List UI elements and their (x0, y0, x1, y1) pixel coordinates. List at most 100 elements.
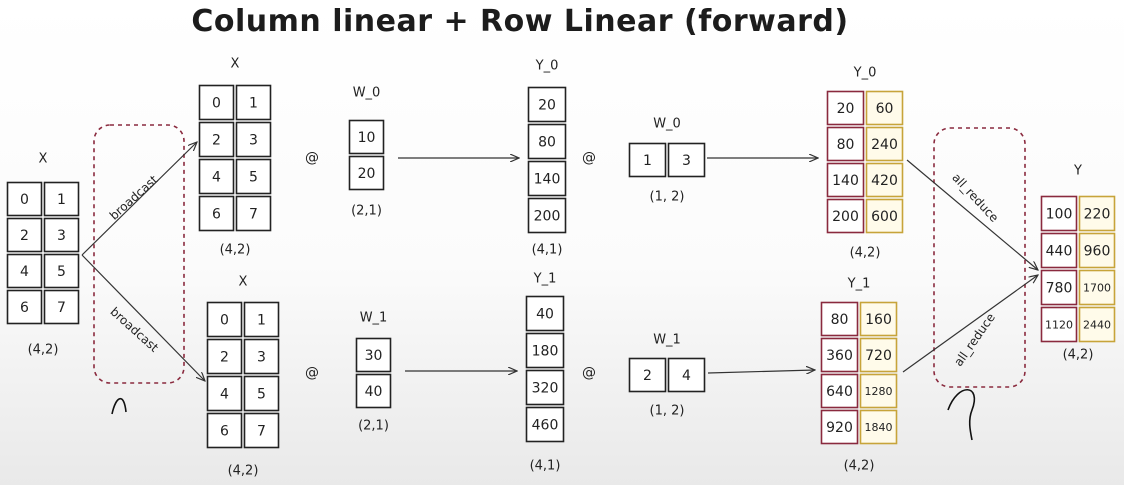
branch-0-result-matrix-cell (865, 198, 904, 234)
branch-0-x-matrix-cell-value: 4 (212, 170, 221, 186)
input-x-matrix-cell-value: 6 (20, 300, 29, 316)
branch-1-arrow-2 (707, 370, 815, 373)
branch-0-result-matrix-cell (826, 198, 865, 234)
branch-0-y-matrix-label: Y_0 (535, 59, 559, 74)
broadcast-label-top: broadcast (107, 172, 161, 222)
branch-0-x-matrix-cell (235, 121, 272, 158)
branch-0-y-matrix-shape: (4,1) (532, 243, 563, 258)
input-x-matrix-shape: (4,2) (28, 343, 59, 358)
output-y-matrix-cell-value: 1120 (1045, 319, 1073, 332)
branch-1-result-matrix-cell-value: 920 (826, 420, 853, 436)
branch-0-w-row-matrix-cell (667, 142, 706, 178)
all-reduce-box (933, 127, 1026, 388)
branch-0-result-matrix-cell-value: 420 (871, 173, 898, 189)
input-x-matrix-cell-value: 0 (20, 192, 29, 208)
output-y-matrix-cell (1040, 269, 1078, 306)
input-x-matrix-cell (43, 289, 80, 325)
branch-0-x-matrix-cell (235, 158, 272, 195)
branch-0-w-row-matrix-cell-value: 1 (643, 153, 652, 169)
branch-0-x-matrix-shape: (4,2) (220, 243, 251, 258)
branch-0-result-matrix-cell-value: 240 (871, 137, 898, 153)
branch-0-x-matrix-cell-value: 3 (249, 133, 258, 149)
input-x-matrix-cell (6, 217, 43, 253)
branch-0-y-matrix-cell (527, 86, 567, 123)
branch-0-result-matrix-cell (865, 126, 904, 162)
branch-0-y-matrix-cell-value: 140 (534, 172, 561, 188)
branch-0-w-col-matrix-cell-value: 10 (358, 130, 376, 146)
branch-1-w-row-matrix-cell-value: 2 (643, 368, 652, 384)
branch-1-w-col-matrix-cell (355, 373, 392, 409)
output-y-matrix-cell-value: 100 (1046, 207, 1073, 223)
branch-0-w-row-matrix-cell (628, 142, 667, 178)
branch-0-y-matrix-cell-value: 200 (534, 209, 561, 225)
branch-1-x-matrix-cell-value: 0 (220, 313, 229, 329)
branch-1-x-matrix-cell-value: 6 (220, 424, 229, 440)
branch-0-result-matrix-cell-value: 80 (837, 137, 855, 153)
input-x-matrix-cell-value: 2 (20, 228, 29, 244)
branch-0-x-matrix-cell-value: 1 (249, 96, 258, 112)
branch-0-w-col-matrix-cell (348, 155, 385, 191)
branch-1-result-matrix-cell-value: 160 (865, 312, 892, 328)
branch-1-x-matrix-cell-value: 2 (220, 350, 229, 366)
branch-0-w-col-matrix-shape: (2,1) (351, 204, 382, 219)
input-x-matrix-cell-value: 4 (20, 264, 29, 280)
branch-0-x-matrix-label: X (231, 57, 240, 72)
branch-0-w-row-matrix-cell-value: 3 (682, 153, 691, 169)
output-y-matrix-cell-value: 220 (1084, 207, 1111, 223)
branch-1-result-matrix-cell-value: 640 (826, 384, 853, 400)
branch-1-y-matrix-cell-value: 40 (536, 307, 554, 323)
branch-1-x-matrix-cell-value: 5 (257, 387, 266, 403)
branch-1-result-matrix-cell (859, 373, 898, 409)
branch-1-result-matrix-cell (859, 301, 898, 337)
branch-0-x-matrix-cell (198, 195, 235, 232)
branch-1-result-matrix-label: Y_1 (847, 277, 871, 292)
branch-0-w-row-matrix-shape: (1, 2) (650, 190, 685, 205)
branch-1-x-matrix-cell (206, 412, 243, 449)
branch-1-y-matrix-cell (525, 332, 565, 369)
branch-0-result-matrix-cell-value: 200 (832, 209, 859, 225)
branch-1-x-matrix-cell-value: 1 (257, 313, 266, 329)
branch-0-x-matrix-cell (198, 84, 235, 121)
branch-1-w-col-matrix-shape: (2,1) (358, 419, 389, 434)
branch-1-result-matrix-cell-value: 360 (826, 348, 853, 364)
pen-stroke-mark-left (111, 397, 127, 415)
broadcast-arrow-top (81, 142, 197, 256)
input-x-matrix-cell (43, 253, 80, 289)
branch-0-w-col-matrix-cell-value: 20 (358, 166, 376, 182)
output-y-matrix-cell (1040, 306, 1078, 343)
branch-1-result-matrix-cell (820, 301, 859, 337)
branch-1-x-matrix-cell (243, 338, 280, 375)
input-x-matrix-cell (6, 181, 43, 217)
output-y-matrix-cell (1078, 306, 1116, 343)
input-x-matrix-cell (43, 181, 80, 217)
diagram-title: Column linear + Row Linear (forward) (191, 4, 849, 39)
branch-0-w-col-matrix: 10 20 W_0 (2,1) (348, 86, 385, 219)
broadcast-box (93, 124, 185, 384)
branch-0-result-matrix-cell (865, 90, 904, 126)
branch-0-result-matrix-cell-value: 600 (871, 209, 898, 225)
input-x-matrix-cell-value: 7 (57, 300, 66, 316)
pen-stroke-mark-right (947, 388, 976, 441)
branch-1-x-matrix-shape: (4,2) (228, 464, 259, 479)
input-x-matrix-cell (6, 253, 43, 289)
input-x-matrix-cell (43, 217, 80, 253)
branch-1-x-matrix-cell (243, 301, 280, 338)
branch-0-w-col-matrix-label: W_0 (353, 86, 381, 101)
branch-1-y-matrix-cell (525, 369, 565, 406)
branch-0-matmul-symbol-1: @ (305, 150, 319, 166)
input-x-matrix-cell (6, 289, 43, 325)
branch-0-result-matrix-cell (865, 162, 904, 198)
branch-0-result-matrix-cell-value: 140 (832, 173, 859, 189)
branch-0-x-matrix-cell-value: 7 (249, 207, 258, 223)
output-y-matrix-cell-value: 1700 (1083, 282, 1111, 295)
branch-0-y-matrix-cell (527, 123, 567, 160)
